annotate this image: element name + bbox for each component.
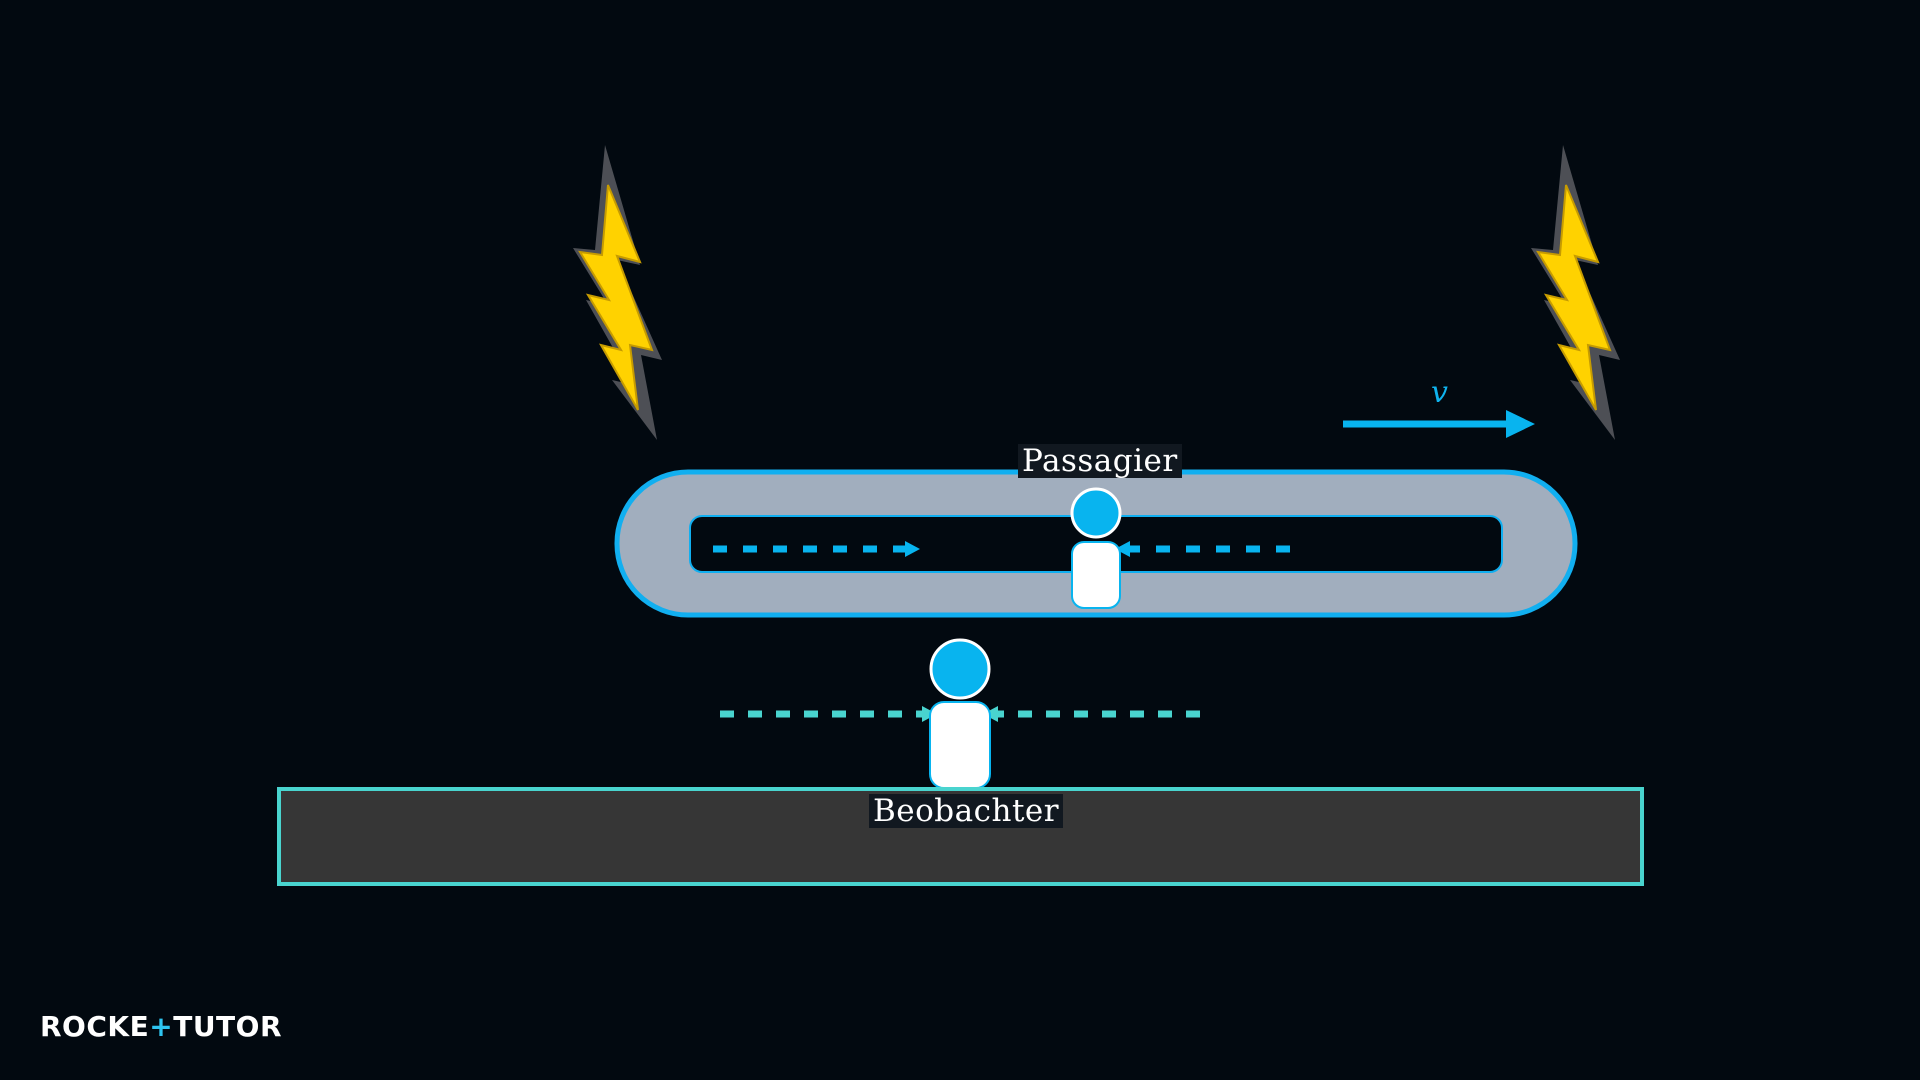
right-lightning-bolt-icon bbox=[1531, 145, 1620, 440]
observer-light-beam-right bbox=[983, 706, 1200, 722]
logo-text-part2: TUTOR bbox=[173, 1010, 283, 1043]
observer-person-icon bbox=[929, 638, 991, 789]
rocket-tutor-logo: ROCKE+TUTOR bbox=[40, 1010, 282, 1044]
passenger-person-icon bbox=[1070, 487, 1122, 609]
observer-label: Beobachter bbox=[869, 794, 1064, 828]
passenger-light-beam-left bbox=[713, 541, 920, 557]
observer-light-beam-left bbox=[720, 706, 937, 722]
left-lightning-bolt-icon bbox=[573, 145, 662, 440]
logo-text-part1: ROCKE bbox=[40, 1010, 150, 1043]
velocity-arrow bbox=[1343, 410, 1535, 438]
velocity-label: v bbox=[1431, 375, 1448, 410]
passenger-label: Passagier bbox=[1018, 444, 1182, 478]
passenger-light-beam-right bbox=[1115, 541, 1290, 557]
logo-plus-icon: + bbox=[149, 1010, 174, 1043]
